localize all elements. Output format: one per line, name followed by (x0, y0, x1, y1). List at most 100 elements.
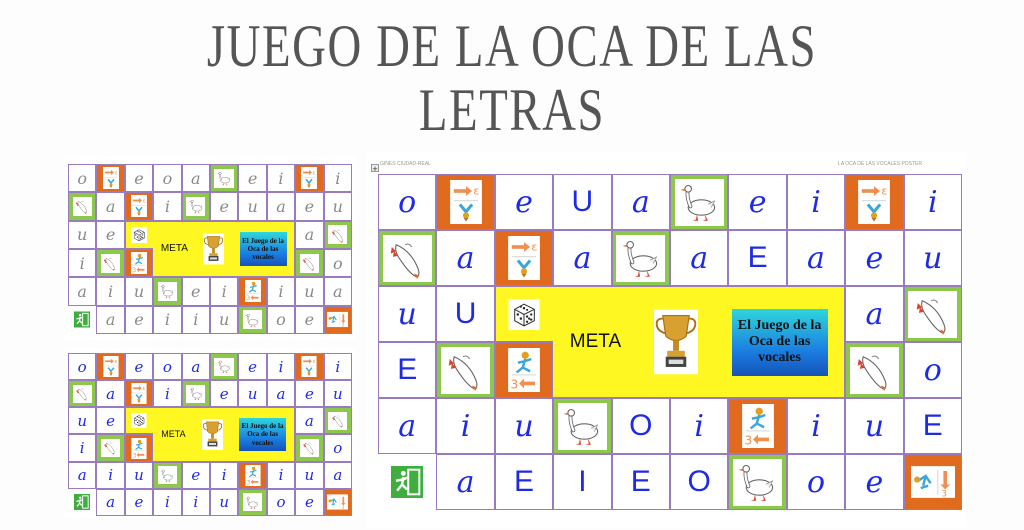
board-square-letter[interactable]: i (68, 249, 97, 278)
board-square-letter[interactable]: o (266, 488, 296, 516)
board-square-bounce[interactable]: ε (845, 174, 904, 230)
board-square-letter[interactable]: a (266, 380, 296, 408)
board-square-goose[interactable] (96, 434, 125, 462)
board-square-goose[interactable] (209, 353, 239, 381)
board-start[interactable] (68, 489, 96, 516)
board-square-bounce[interactable]: ε (96, 353, 125, 381)
board-square-bounce[interactable]: ε (295, 164, 324, 193)
board-start[interactable] (68, 306, 96, 334)
board-square-letter[interactable]: u (903, 230, 962, 286)
board-square-letter[interactable]: e (209, 380, 239, 408)
board-square-letter[interactable]: a (295, 220, 324, 249)
board-square-dice[interactable] (124, 407, 154, 435)
board-square-back-three[interactable]: 3 (728, 398, 787, 454)
board-square-letter[interactable]: i (96, 461, 125, 489)
board-square-goose[interactable] (96, 249, 125, 278)
board-square-letter[interactable]: e (845, 454, 904, 510)
board-square-goose[interactable] (903, 286, 962, 342)
board-square-letter[interactable]: U (436, 286, 495, 342)
board-square-letter[interactable]: e (494, 174, 554, 230)
board-square-letter[interactable]: e (238, 353, 267, 381)
board-square-letter[interactable]: o (68, 353, 97, 381)
board-square-goose[interactable] (238, 488, 267, 516)
board-square-letter[interactable]: o (323, 434, 352, 462)
board-square-letter[interactable]: u (124, 277, 154, 306)
board-square-goose[interactable] (209, 164, 239, 193)
board-square-goose[interactable] (611, 230, 670, 286)
board-square-letter[interactable]: a (68, 461, 97, 489)
board-square-letter[interactable]: i (670, 398, 729, 454)
board-square-letter[interactable]: e (295, 192, 324, 221)
board-square-letter[interactable]: e (124, 488, 154, 516)
board-square-letter[interactable]: i (266, 461, 296, 489)
board-square-back-three[interactable]: 3 (903, 454, 962, 510)
board-square-letter[interactable]: a (96, 305, 125, 334)
board-square-letter[interactable]: i (786, 174, 846, 230)
board-square-goose[interactable] (238, 305, 267, 334)
board-square-letter[interactable]: a (181, 353, 210, 381)
board-square-back-three[interactable]: 3 (124, 434, 154, 462)
board-square-bounce[interactable]: ε (436, 174, 495, 230)
board-square-letter[interactable]: e (295, 380, 324, 408)
board-square-letter[interactable]: e (124, 353, 154, 381)
board-square-letter[interactable]: E (494, 454, 554, 510)
board-square-letter[interactable]: a (96, 192, 125, 221)
board-square-letter[interactable]: i (266, 277, 296, 306)
board-square-letter[interactable]: u (209, 488, 239, 516)
board-square-letter[interactable]: o (153, 353, 182, 381)
board-square-goose[interactable] (68, 192, 97, 221)
board-square-goose[interactable] (323, 220, 352, 249)
board-square-bounce[interactable]: ε (124, 380, 154, 408)
board-square-letter[interactable]: e (295, 488, 324, 516)
board-square-letter[interactable]: E (903, 398, 962, 454)
board-square-letter[interactable]: a (553, 230, 612, 286)
board-square-letter[interactable]: i (153, 488, 182, 516)
board-square-letter[interactable]: e (181, 461, 210, 489)
board-square-back-three[interactable]: 3 (323, 305, 352, 334)
board-square-bounce[interactable]: ε (295, 353, 324, 381)
board-square-letter[interactable]: i (786, 398, 846, 454)
board-square-letter[interactable]: e (181, 277, 210, 306)
board-square-letter[interactable]: u (323, 380, 352, 408)
board-square-back-three[interactable]: 3 (238, 277, 267, 306)
board-square-letter[interactable]: e (124, 164, 154, 193)
board-square-letter[interactable]: i (153, 192, 182, 221)
board-square-letter[interactable]: o (903, 342, 962, 398)
board-square-goose[interactable] (153, 277, 182, 306)
board-square-back-three[interactable]: 3 (494, 342, 554, 398)
board-square-letter[interactable]: a (611, 174, 670, 230)
board-square-goose[interactable] (436, 342, 495, 398)
board-square-goose[interactable] (845, 342, 904, 398)
board-square-letter[interactable]: o (786, 454, 846, 510)
board-square-goose[interactable] (295, 249, 324, 278)
board-square-letter[interactable]: i (181, 488, 210, 516)
board-square-letter[interactable]: u (238, 380, 267, 408)
board-square-letter[interactable]: i (323, 164, 352, 193)
board-square-goose[interactable] (68, 380, 97, 408)
board-square-letter[interactable]: E (728, 230, 787, 286)
board-square-letter[interactable]: o (378, 174, 437, 230)
board-square-letter[interactable]: i (153, 380, 182, 408)
board-square-bounce[interactable]: ε (124, 192, 154, 221)
board-square-letter[interactable]: e (209, 192, 239, 221)
board-square-letter[interactable]: o (323, 249, 352, 278)
board-square-letter[interactable]: a (68, 277, 97, 306)
board-square-goose[interactable] (181, 380, 210, 408)
board-square-letter[interactable]: i (209, 277, 239, 306)
board-square-letter[interactable]: o (153, 164, 182, 193)
board-square-back-three[interactable]: 3 (238, 461, 267, 489)
board-square-letter[interactable]: o (68, 164, 97, 193)
board-square-letter[interactable]: i (153, 305, 182, 334)
board-square-bounce[interactable]: ε (494, 230, 554, 286)
board-square-dice[interactable] (494, 286, 554, 342)
board-square-back-three[interactable]: 3 (124, 249, 154, 278)
board-square-letter[interactable]: a (378, 398, 437, 454)
board-square-letter[interactable]: a (323, 461, 352, 489)
board-square-letter[interactable]: i (323, 353, 352, 381)
board-square-letter[interactable]: e (295, 305, 324, 334)
move-handle-icon[interactable]: + (371, 164, 379, 174)
board-square-letter[interactable]: u (323, 192, 352, 221)
board-square-letter[interactable]: a (295, 407, 324, 435)
board-square-letter[interactable]: u (68, 407, 97, 435)
board-square-letter[interactable]: e (238, 164, 267, 193)
